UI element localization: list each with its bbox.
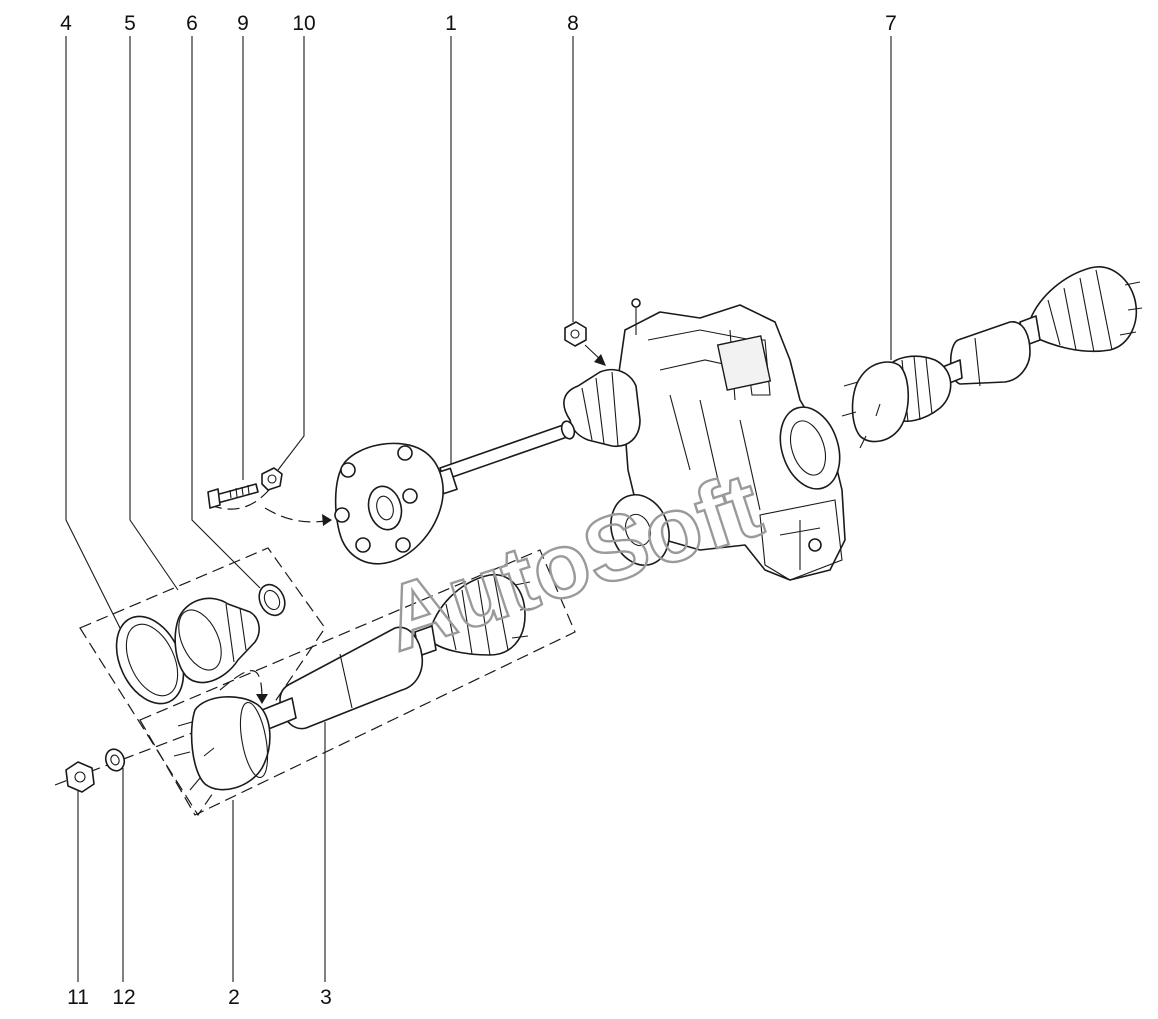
leader-6	[191, 36, 261, 589]
nut-11	[65, 761, 95, 793]
left-inner-joint-ring	[239, 701, 269, 779]
transfer-case	[563, 298, 846, 581]
nut-8-body	[564, 321, 587, 347]
arrow-to-flange	[322, 514, 332, 526]
callout-4: 4	[60, 12, 72, 35]
bolt-9-head	[207, 488, 221, 509]
callout-7: 7	[885, 12, 897, 35]
filler-cap	[631, 298, 641, 308]
nut-8	[564, 321, 587, 347]
right-damper-edge	[974, 337, 981, 387]
propeller-shaft	[436, 420, 576, 495]
propeller-shaft-tube	[439, 423, 571, 481]
callout-9: 9	[237, 12, 249, 35]
arrow-8-head	[594, 354, 606, 366]
boot-5	[174, 597, 260, 684]
arrow-to-joint	[256, 694, 268, 704]
nut-11-hole	[74, 771, 86, 783]
coupling-hub-bore	[376, 495, 394, 521]
callout-6: 6	[186, 12, 198, 35]
mount-bolt	[808, 538, 822, 552]
flex-coupling	[334, 442, 444, 565]
arrows	[256, 344, 606, 704]
gearbox-mount	[759, 499, 843, 581]
gearbox-right-seal	[779, 406, 841, 490]
right-outer-studs	[1119, 281, 1143, 336]
callout-1: 1	[445, 12, 457, 35]
leader-5	[129, 36, 179, 591]
left-outer-studs	[511, 581, 535, 639]
callout-10: 10	[292, 12, 315, 35]
leader-4	[65, 36, 121, 629]
callout-5: 5	[124, 12, 136, 35]
coupling-hub	[367, 485, 403, 531]
leader-10	[277, 36, 305, 471]
coupling-bolt-3	[402, 488, 418, 504]
washer-12-hole	[110, 754, 120, 766]
coupling-bolt-2	[397, 445, 413, 461]
clamp-6-inner	[263, 589, 281, 611]
bolt-arrow-path	[264, 507, 333, 523]
boot-5-mouth	[178, 609, 222, 671]
callout-3: 3	[320, 986, 332, 1009]
leader-lines	[65, 36, 892, 982]
left-driveshaft	[173, 573, 535, 791]
boot-kit	[115, 583, 286, 705]
bolt-and-nut	[207, 467, 283, 509]
driveshaft-frame	[139, 549, 576, 816]
coupling-bolt-5	[355, 537, 371, 553]
right-driveshaft	[841, 266, 1143, 449]
coupling-bolt-6	[334, 507, 350, 523]
nut-and-washer	[65, 748, 126, 793]
coupling-bolt-4	[395, 537, 411, 553]
front-output-flange	[610, 494, 670, 566]
right-outer-boot-folds	[1047, 269, 1113, 353]
shaft-end-ring	[560, 420, 576, 440]
callout-8: 8	[567, 12, 579, 35]
gearbox-left-boot	[563, 368, 641, 447]
nut-10	[261, 467, 283, 491]
gearbox-left-boot-folds	[581, 371, 619, 447]
callout-11: 11	[67, 986, 89, 1009]
gearbox-cover	[716, 335, 772, 391]
right-damper	[949, 321, 1031, 385]
left-outer-boot-folds	[445, 575, 509, 656]
clamp-ring-4-inner	[125, 623, 179, 697]
callout-labels: 4 5 6 9 10 1 8 7 11 12 2 3	[60, 12, 897, 1009]
bolt-9-thread	[229, 484, 250, 499]
left-inner-joint-2	[190, 695, 271, 791]
front-output-flange-hub	[624, 513, 652, 547]
callout-2: 2	[228, 986, 240, 1009]
washer-12	[104, 748, 126, 772]
gearbox-right-seal-inner	[789, 420, 827, 476]
coupling-bolt-1	[340, 462, 356, 478]
left-damper-3	[279, 626, 424, 730]
right-inner-studs	[841, 381, 881, 449]
right-inner-joint	[851, 361, 910, 443]
callout-12: 12	[112, 986, 135, 1009]
nut-10-hole	[267, 474, 277, 484]
left-outer-boot	[429, 573, 526, 656]
left-inner-studs	[173, 721, 215, 791]
clamp-6	[258, 583, 286, 617]
left-damper-edge	[339, 653, 353, 709]
right-outer-boot	[1029, 266, 1137, 353]
boot-5-folds	[225, 603, 247, 663]
boot-arrow-path	[219, 670, 263, 701]
nut-8-hole	[570, 329, 580, 339]
